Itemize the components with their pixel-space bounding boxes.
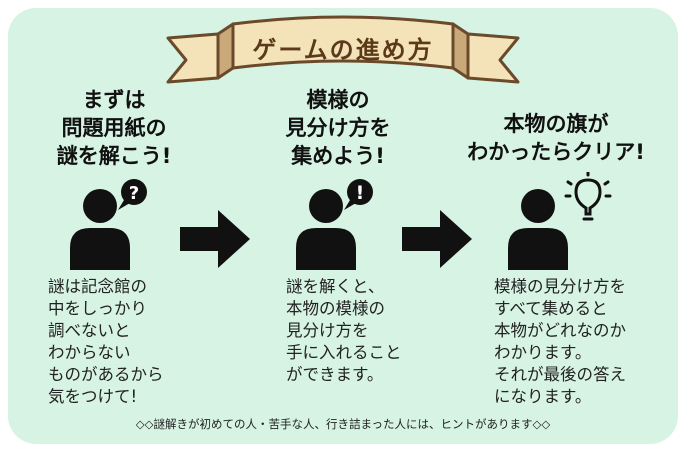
step-3: 本物の旗が わかったらクリア! [446, 86, 666, 166]
question-bubble-icon [121, 179, 147, 205]
step-2-description: 謎を解くと、 本物の模様の 見分け方を 手に入れること ができます。 [286, 277, 402, 384]
person-idea-icon: ! [296, 179, 373, 270]
arrow-right-icon [180, 210, 250, 268]
ribbon-shape [166, 15, 520, 84]
arrow-right-icon [402, 210, 472, 268]
hint-footer: ◇◇謎解きが初めての人・苦手な人、行き詰まった人には、ヒントがあります◇◇ [135, 417, 551, 431]
step-3-title: 本物の旗が わかったらクリア! [467, 112, 645, 164]
svg-text:?: ? [129, 183, 139, 204]
step-1-description: 謎は記念館の 中をしっかり 調べないと わからない ものがあるから 気をつけて! [48, 277, 164, 406]
step-3-description: 模様の見分け方を すべて集めると 本物がどれなのか わかります。 それが最後の答… [494, 277, 626, 406]
person-thinking-icon: ? [70, 179, 147, 270]
step-2-title: 模様の 見分け方を 集めよう! [285, 88, 391, 168]
banner-title: ゲームの進め方 [252, 36, 434, 64]
exclamation-bubble-icon [347, 179, 373, 205]
svg-text:!: ! [356, 182, 365, 204]
instructions-card [8, 8, 678, 444]
title-ribbon: ゲームの進め方 [158, 8, 528, 88]
person-lightbulb-icon [508, 172, 612, 270]
lightbulb-icon [564, 172, 612, 221]
step-2: 模様の 見分け方を 集めよう! [238, 86, 438, 170]
step-1: まずは 問題用紙の 謎を解こう! [14, 86, 214, 170]
step-1-title: まずは 問題用紙の 謎を解こう! [56, 88, 172, 168]
